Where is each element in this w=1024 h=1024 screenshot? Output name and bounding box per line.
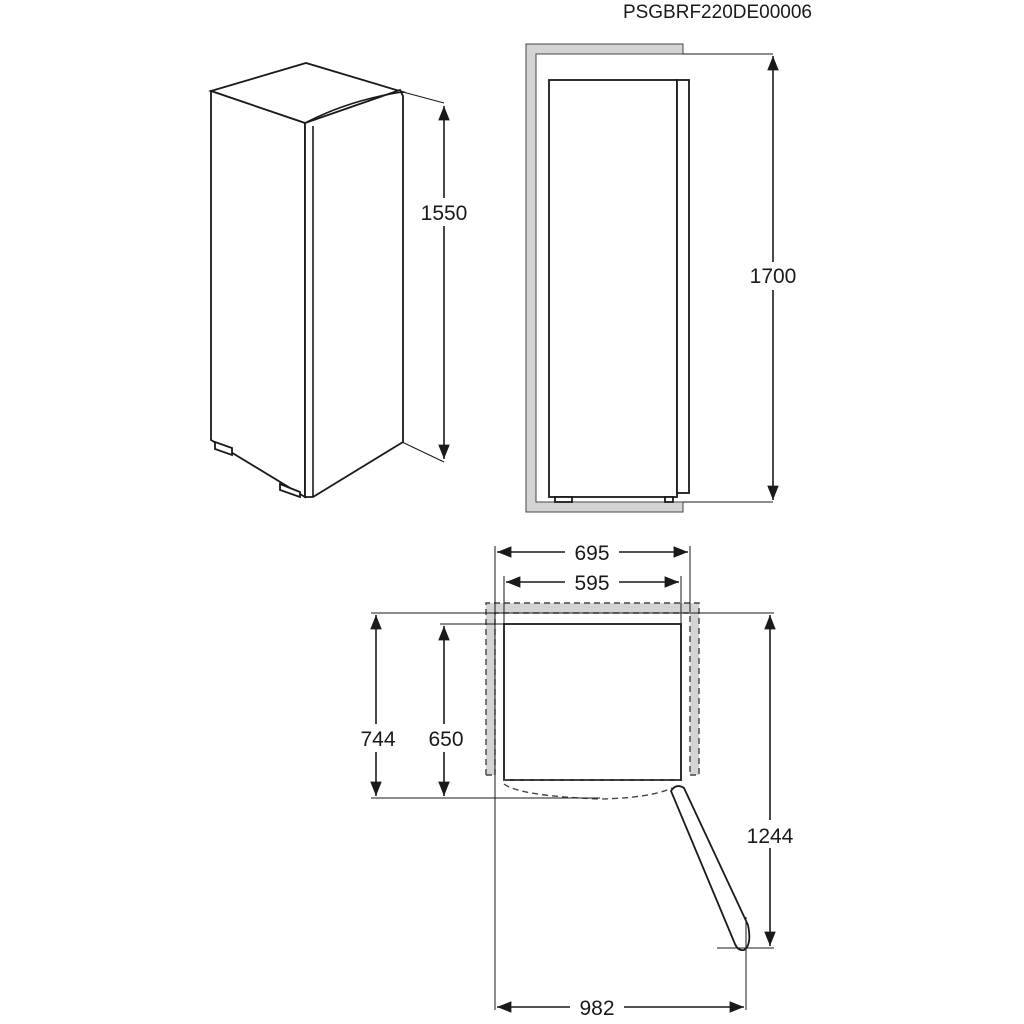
top-plan-view: 695 595 744 650 1244 982 <box>354 538 798 1021</box>
niche-wall <box>525 43 684 513</box>
door-open-depth-label: 1244 <box>747 825 794 848</box>
isometric-view: 1550 <box>208 62 468 499</box>
depth-with-door-label: 744 <box>360 728 395 751</box>
fridge-side-face <box>210 89 306 499</box>
fridge-foot <box>214 440 233 457</box>
fridge-door <box>304 88 404 498</box>
fridge-foot <box>279 482 301 499</box>
height-label: 1550 <box>421 202 468 225</box>
open-door <box>669 785 751 952</box>
niche-width-label: 695 <box>574 542 609 565</box>
niche-side-view: 1700 <box>525 43 800 513</box>
model-code: PSGBRF220DE00006 <box>623 2 812 23</box>
door-open-width-label: 982 <box>579 997 614 1020</box>
appliance-depth-label: 650 <box>428 728 463 751</box>
fridge-footprint <box>503 623 682 781</box>
fridge-door <box>676 79 690 494</box>
niche-height-label: 1700 <box>750 265 797 288</box>
appliance-width-label: 595 <box>574 572 609 595</box>
fridge-body <box>548 79 678 498</box>
